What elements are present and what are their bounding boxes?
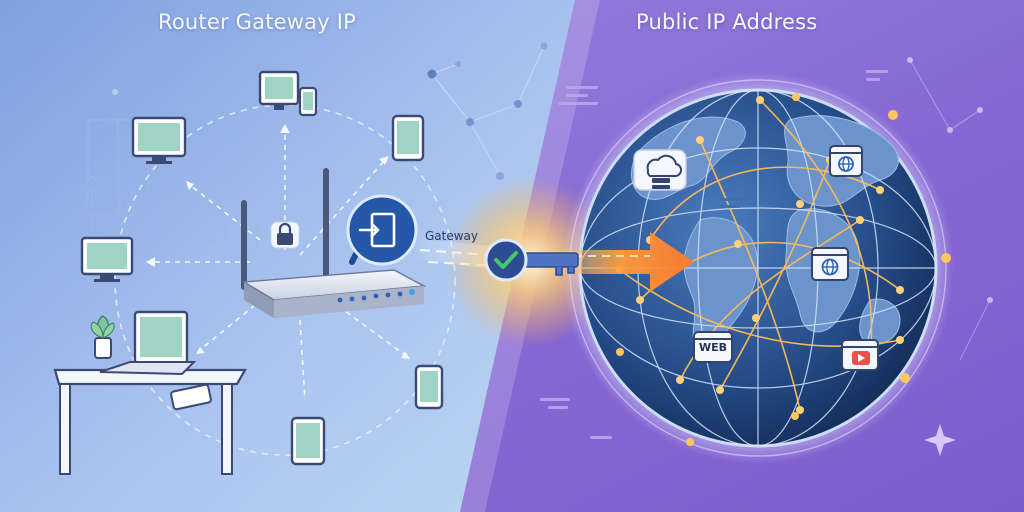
router xyxy=(241,168,427,318)
browser-globe-icon xyxy=(829,145,863,177)
phone-on-desk xyxy=(170,383,212,411)
phone-right xyxy=(414,364,444,410)
web-label: WEB xyxy=(698,341,728,354)
right-network-lines xyxy=(909,59,991,361)
device-link-arrowheads xyxy=(146,124,410,359)
desktop-monitor-left xyxy=(131,116,187,164)
door-enter-icon xyxy=(346,194,418,266)
sparkle-icon xyxy=(924,424,956,456)
web-window-icon xyxy=(693,331,733,363)
laptop xyxy=(99,310,197,376)
cloud-server-icon xyxy=(633,149,687,191)
network-nodes xyxy=(112,42,548,180)
video-play-icon xyxy=(841,339,879,371)
outer-points xyxy=(616,93,951,446)
browser-globe-icon-2 xyxy=(811,247,849,281)
check-icon xyxy=(484,238,528,282)
desktop-monitor-mid xyxy=(80,236,134,282)
decor-bars xyxy=(540,70,888,439)
room-backdrop xyxy=(78,119,257,300)
potted-plant xyxy=(90,315,115,359)
tablet-bottom xyxy=(290,416,326,466)
gateway-label: Gateway xyxy=(425,229,479,243)
title-router-gateway-ip: Router Gateway IP xyxy=(158,10,356,34)
right-network-dots xyxy=(907,57,993,303)
desktop-monitor-top xyxy=(258,70,318,117)
tablet-top-right xyxy=(391,114,425,162)
title-public-ip-address: Public IP Address xyxy=(636,10,818,34)
lock-icon xyxy=(270,221,300,249)
